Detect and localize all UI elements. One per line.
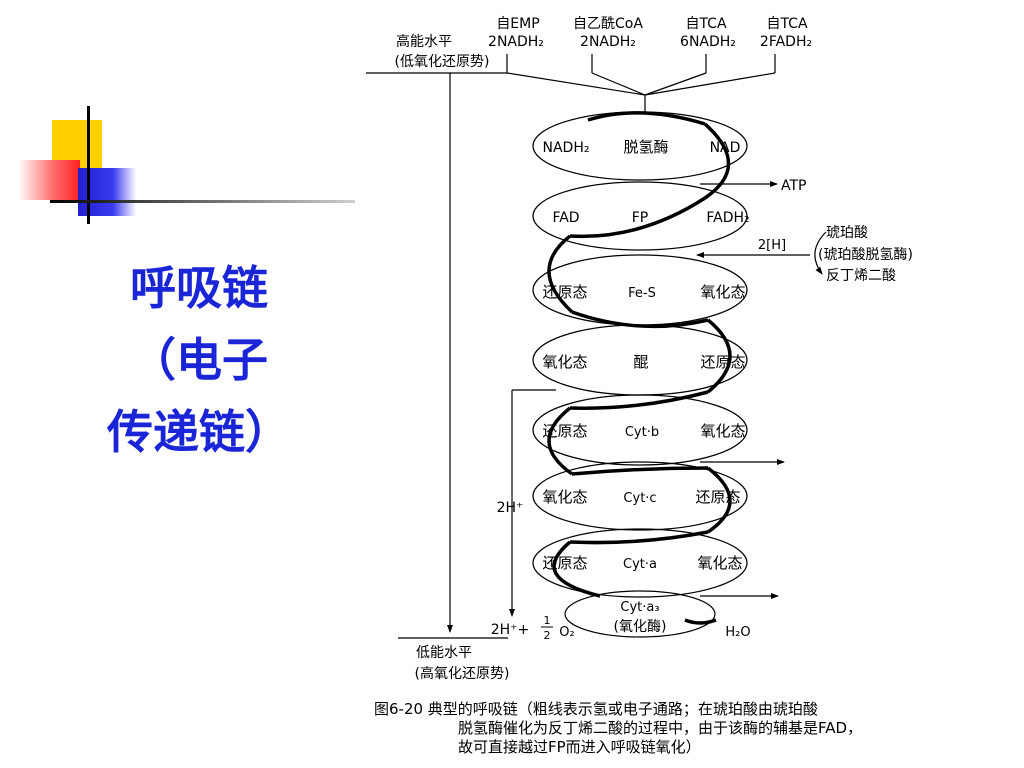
horizontal-rule-decoration — [50, 200, 355, 203]
carrier-2-right: FADH₂ — [706, 210, 749, 226]
proton-reactant: 2H⁺+ — [491, 622, 530, 638]
carrier-3-center: Fe-S — [628, 286, 656, 301]
slide-title-line-3: 传递链） — [107, 405, 291, 459]
carrier-4-left: 氧化态 — [542, 353, 587, 371]
carrier-1-center: 脱氢酶 — [623, 138, 668, 156]
carrier-3-left: 还原态 — [542, 283, 587, 301]
proton-label: 2H⁺ — [497, 500, 524, 516]
figure-caption: 图6-20 典型的呼吸链（粗线表示氢或电子通路；在琥珀酸由琥珀酸 脱氢酶催化为反… — [374, 700, 1014, 757]
succinate-label: 琥珀酸 — [826, 225, 868, 241]
carrier-6-center: Cyt·c — [623, 491, 656, 506]
carrier-5-center: Cyt·b — [625, 425, 659, 440]
carrier-3-right: 氧化态 — [700, 283, 745, 301]
atp-label: ATP — [781, 178, 806, 194]
slide-title-line-2: （电子 — [130, 333, 268, 387]
caption-line-1: 图6-20 典型的呼吸链（粗线表示氢或电子通路；在琥珀酸由琥珀酸 — [374, 700, 818, 718]
source-amount-2: 2NADH₂ — [580, 34, 636, 50]
succinate-dehydrogenase-label: (琥珀酸脱氢酶) — [818, 247, 913, 263]
carrier-5-right: 氧化态 — [700, 422, 745, 440]
source-from-4: 自TCA — [766, 16, 808, 32]
low-energy-sublabel: (高氧化还原势) — [415, 665, 510, 682]
carrier-4-right: 还原态 — [700, 353, 745, 371]
slide-title-line-1: 呼吸链 — [130, 261, 268, 315]
fumarate-label: 反丁烯二酸 — [826, 268, 896, 284]
carrier-1-right: NAD — [710, 140, 741, 156]
slide-title: 呼吸链 （电子 传递链） — [64, 252, 334, 468]
carrier-7-left: 还原态 — [542, 554, 587, 572]
terminal-oxidase-sublabel: (氧化酶) — [614, 619, 667, 635]
oxygen-reactant: O₂ — [559, 625, 574, 640]
carrier-2-left: FAD — [552, 210, 579, 226]
caption-line-2: 脱氢酶催化为反丁烯二酸的过程中，由于该酶的辅基是FAD， — [458, 719, 863, 737]
carrier-6-right: 还原态 — [695, 488, 740, 506]
source-from-1: 自EMP — [496, 16, 539, 32]
fraction-numerator: 1 — [544, 614, 551, 627]
high-energy-sublabel: (低氧化还原势) — [395, 54, 490, 70]
carrier-1-left: NADH₂ — [543, 140, 590, 156]
carrier-6-left: 氧化态 — [542, 488, 587, 506]
carrier-7-center: Cyt·a — [623, 557, 657, 572]
red-gradient-decoration — [18, 160, 80, 200]
water-product: H₂O — [725, 625, 750, 640]
high-energy-label: 高能水平 — [396, 33, 452, 50]
low-energy-label: 低能水平 — [416, 645, 472, 661]
source-from-3: 自TCA — [685, 16, 727, 32]
carrier-2-center: FP — [632, 210, 649, 226]
electron-path-bold — [547, 111, 732, 625]
source-bracket-lines — [366, 54, 776, 112]
succinate-conversion-arrow — [814, 231, 827, 275]
vertical-rule-decoration — [87, 106, 90, 224]
source-amount-4: 2FADH₂ — [760, 34, 812, 50]
carrier-5-left: 还原态 — [542, 422, 587, 440]
source-amount-3: 6NADH₂ — [680, 34, 736, 50]
carrier-4-center: 醌 — [633, 353, 648, 371]
source-amount-1: 2NADH₂ — [488, 34, 544, 50]
source-from-2: 自乙酰CoA — [573, 16, 643, 32]
terminal-oxidase-name: Cyt·a₃ — [620, 600, 659, 615]
carrier-7-right: 氧化态 — [697, 554, 742, 572]
caption-line-3: 故可直接越过FP而进入呼吸链氧化） — [458, 738, 701, 756]
two-h-label: 2[H] — [758, 238, 786, 253]
fraction-denominator: 2 — [544, 629, 551, 642]
